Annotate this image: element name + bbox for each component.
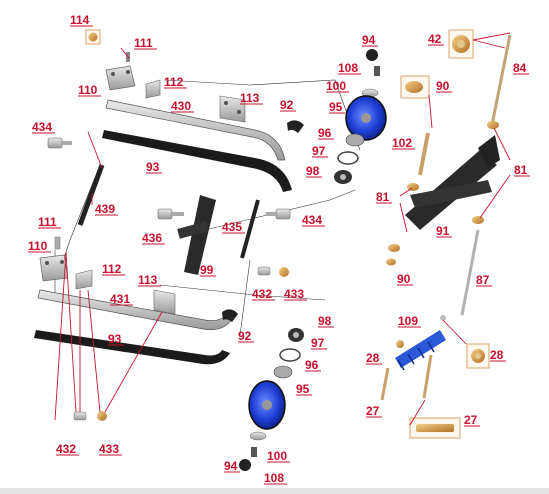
lower-cap-92 [222,309,238,322]
callout-98: 98 [306,164,320,178]
upper-wheel-stack [334,49,387,184]
callout-84: 84 [513,61,527,75]
upper-bracket-112 [145,79,161,99]
bolt-432-mid [257,266,271,276]
callout-435: 435 [222,220,242,234]
bushing-90-bottom [386,244,400,266]
callout-labels: 114 111 110 112 430 113 92 434 93 439 11… [28,13,530,485]
bolt-436 [157,208,184,220]
callout-113-lower: 113 [138,273,158,287]
callout-92: 92 [280,98,294,112]
inset-90 [400,75,430,99]
lower-rail-slider-431 [37,289,235,331]
callout-113: 113 [240,91,260,105]
callout-434-right: 434 [302,213,322,227]
callout-28-left: 28 [366,351,380,365]
nut-433-bottom [97,411,107,421]
callout-439: 439 [95,202,115,216]
callout-99: 99 [200,263,214,277]
callout-436: 436 [142,231,162,245]
callout-87: 87 [476,273,490,287]
callout-433-bottom: 433 [99,442,119,456]
upper-plate-113 [219,95,246,123]
bushings-81 [407,121,499,224]
callout-114: 114 [70,13,90,27]
callout-100-lower: 100 [267,449,287,463]
callout-109: 109 [398,314,418,328]
leader-lines [54,32,511,426]
callout-111-lower: 111 [38,215,57,229]
callout-112-lower: 112 [102,262,122,276]
callout-27-left: 27 [366,404,380,418]
callout-28-right: 28 [490,348,504,362]
nut-28-left [396,340,404,348]
callout-27-right: 27 [464,413,478,427]
callout-110-lower: 110 [28,239,48,253]
callout-93-lower: 93 [108,332,122,346]
callout-98-lower: 98 [318,314,332,328]
callout-111: 111 [134,36,153,50]
lower-plate-110 [39,254,69,282]
lower-wheel-stack [239,328,304,471]
callout-430: 430 [171,99,191,113]
callout-95-lower: 95 [296,382,310,396]
lower-bolt-111 [54,236,61,250]
callout-97-lower: 97 [311,336,325,350]
bolt-434-right [266,208,291,220]
callout-110: 110 [78,83,98,97]
callout-91: 91 [436,224,450,238]
bolt-27-b [422,354,433,399]
callout-93: 93 [146,160,160,174]
bottom-edge [0,488,549,494]
callout-433-mid: 433 [284,287,304,301]
callout-96: 96 [318,126,332,140]
callout-432-bottom: 432 [56,442,76,456]
sleeve-102 [418,132,430,176]
callout-96-lower: 96 [305,358,319,372]
callout-42: 42 [428,32,442,46]
inset-42 [448,29,474,59]
upper-rail-slider-430 [105,99,286,161]
callout-81-right: 81 [514,163,528,177]
callout-90: 90 [436,79,450,93]
callout-112: 112 [164,75,184,89]
callout-434: 434 [32,120,52,134]
rod-87 [460,229,480,316]
rod-84 [490,34,512,126]
bolt-432-bottom [73,411,87,421]
inset-114 [85,29,101,45]
callout-432-mid: 432 [252,287,272,301]
lower-rail-93 [34,330,230,365]
callout-92-lower: 92 [238,329,252,343]
callout-90-lower: 90 [397,272,411,286]
callout-108: 108 [338,61,358,75]
swing-arm-91 [405,135,500,230]
lower-plate-113 [153,289,176,315]
upper-rail-93 [102,130,292,192]
spring-439 [77,164,105,226]
nut-433-mid [279,267,289,277]
lower-bracket-112 [75,269,93,290]
callout-100: 100 [326,79,346,93]
callout-81-left: 81 [376,190,390,204]
center-post-99 [177,195,216,275]
shock-109 [395,315,446,371]
callout-97: 97 [312,144,326,158]
inset-27 [409,417,461,439]
callout-94: 94 [362,33,376,47]
inset-28 [466,343,490,369]
callout-108-lower: 108 [264,471,284,485]
bolt-434-left [47,137,72,149]
callout-431: 431 [110,292,130,306]
callout-102: 102 [392,136,412,150]
upper-plate-110 [105,65,136,91]
callout-94-lower: 94 [224,459,238,473]
spring-435 [240,199,260,259]
bolt-27-a [380,367,390,401]
callout-95: 95 [329,100,343,114]
upper-cap-92 [287,120,304,133]
